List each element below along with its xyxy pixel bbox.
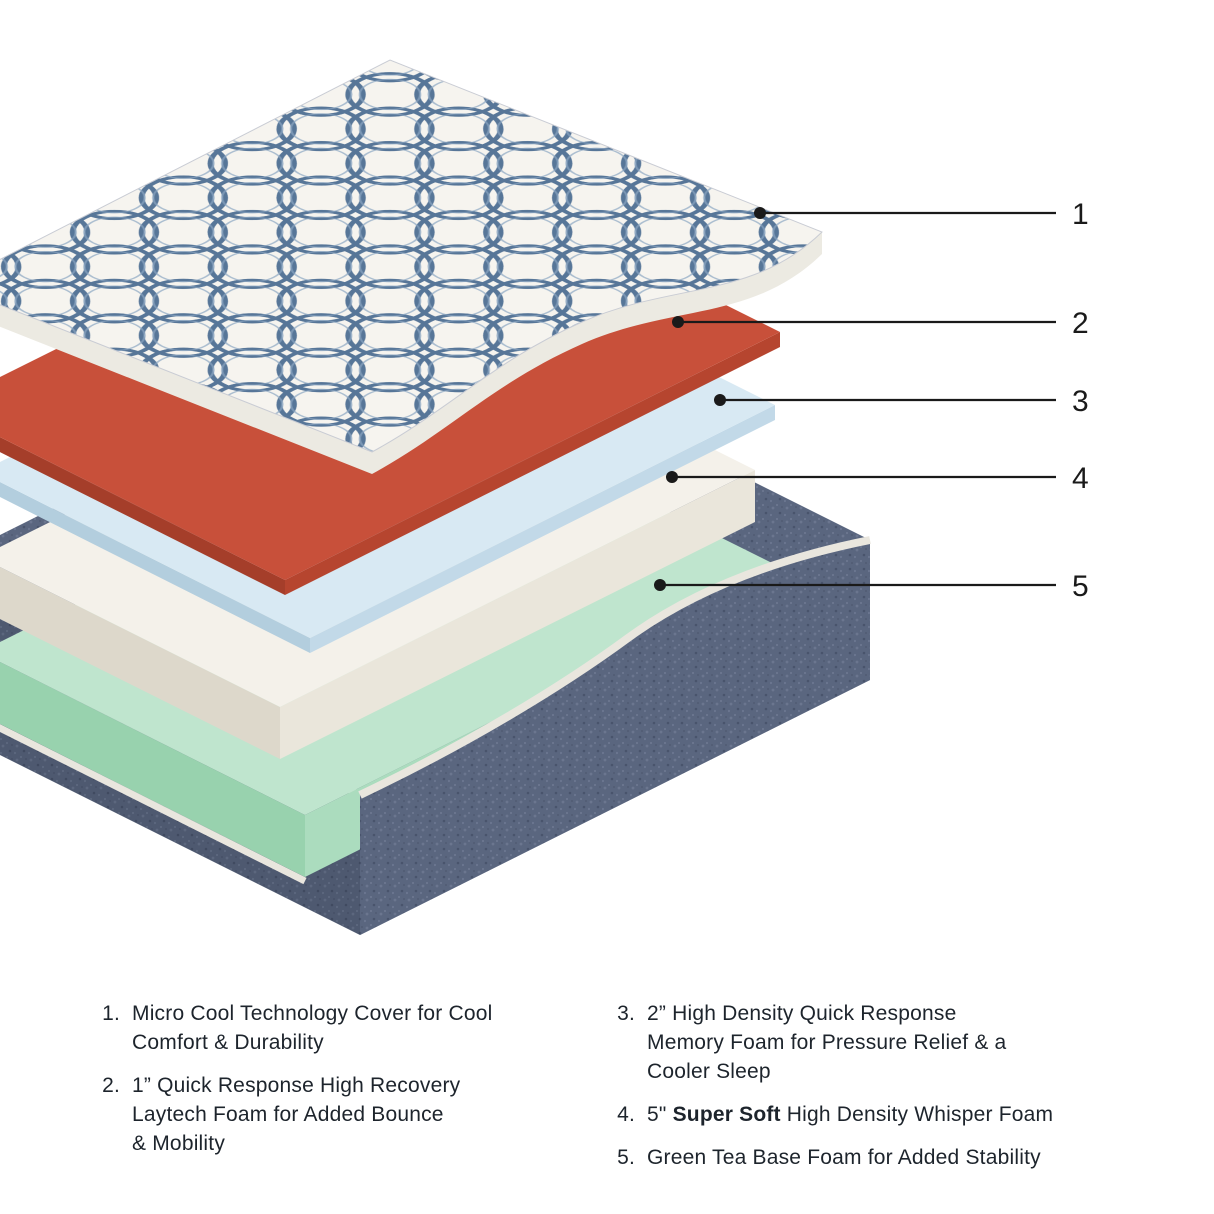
layer-micro-cool-cover (0, 59, 823, 474)
swoosh-liner-lip (358, 536, 871, 799)
callout-number-1: 1 (1072, 198, 1089, 231)
legend-text-5: Green Tea Base Foam for Added Stability (647, 1145, 1041, 1169)
swoosh-wall (360, 540, 870, 935)
cover-top-face (0, 59, 823, 453)
callout-dot-3 (714, 394, 726, 406)
mattress-cutaway-diagram: 1 2 3 4 5 (0, 59, 1089, 935)
callout-number-2: 2 (1072, 307, 1089, 340)
white-left-face (0, 567, 280, 759)
callout-1: 1 (754, 198, 1089, 231)
blue-right-face (310, 405, 775, 653)
callout-dot-4 (666, 471, 678, 483)
callout-number-3: 3 (1072, 385, 1089, 418)
legend-number-4: 4. (617, 1102, 635, 1126)
callout-dot-2 (672, 316, 684, 328)
legend-number-3: 3. (617, 1002, 635, 1025)
callout-4: 4 (666, 462, 1089, 495)
callouts: 1 2 3 4 5 (654, 198, 1089, 603)
callout-5: 5 (654, 570, 1089, 603)
red-right-face (285, 332, 780, 595)
blue-left-face (0, 482, 310, 653)
legend-item-5: 5. Green Tea Base Foam for Added Stabili… (605, 1144, 1170, 1173)
legend-number-2: 2. (102, 1073, 120, 1097)
callout-2: 2 (672, 307, 1089, 340)
callout-dot-1 (754, 207, 766, 219)
red-left-face (0, 437, 285, 595)
base-front-swoosh (358, 536, 871, 935)
legend-number-5: 5. (617, 1145, 635, 1169)
green-left-face (0, 662, 305, 877)
callout-number-4: 4 (1072, 462, 1089, 495)
white-right-face (280, 470, 755, 759)
legend-number-1: 1. (102, 1002, 120, 1025)
legend-item-4: 4. 5" Super Soft High Density Whisper Fo… (605, 1101, 1170, 1130)
callout-number-5: 5 (1072, 570, 1089, 603)
callout-dot-5 (654, 579, 666, 591)
callout-3: 3 (714, 385, 1089, 418)
base-liner-under-green (0, 724, 307, 885)
legend-text-4: 5" Super Soft High Density Whisper Foam (647, 1102, 1054, 1126)
